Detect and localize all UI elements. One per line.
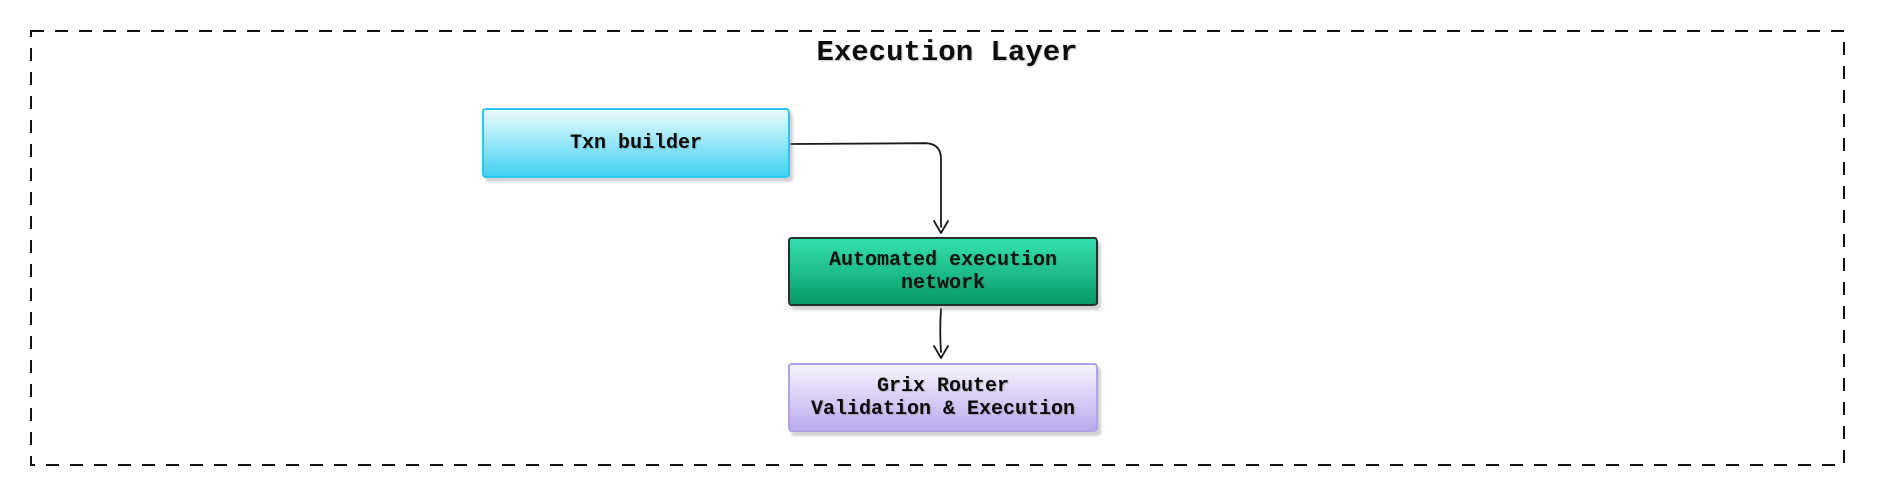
- node-txn-builder: Txn builder: [482, 108, 790, 178]
- node-automated-execution-network: Automated execution network: [788, 237, 1098, 306]
- arrowhead-auto-to-grix-icon: [933, 345, 949, 359]
- node-automated-execution-network-label: Automated execution network: [828, 248, 1058, 295]
- arrowhead-txn-to-auto-icon: [933, 220, 949, 234]
- node-txn-builder-label: Txn builder: [569, 131, 703, 155]
- connector-auto-to-grix: [939, 308, 942, 353]
- node-grix-router-validation-execution: Grix Router Validation & Execution: [788, 363, 1098, 432]
- node-grix-router-validation-execution-label: Grix Router Validation & Execution: [810, 374, 1076, 421]
- diagram-title: Execution Layer: [816, 36, 1078, 69]
- connector-txn-to-auto: [790, 142, 942, 228]
